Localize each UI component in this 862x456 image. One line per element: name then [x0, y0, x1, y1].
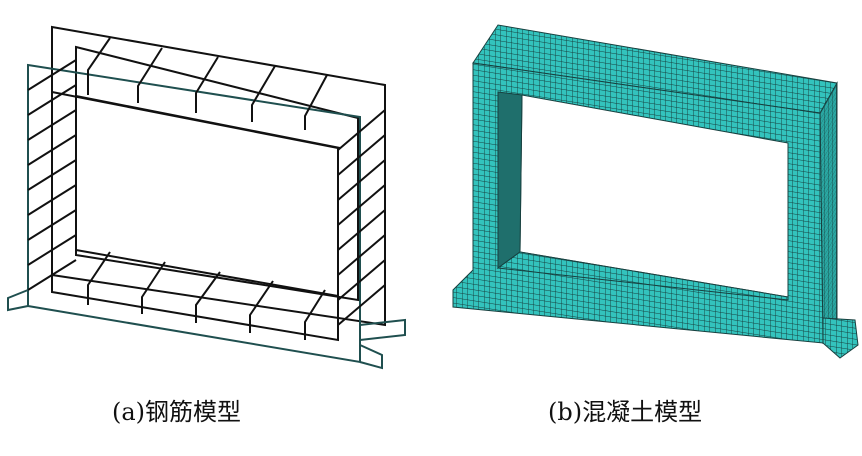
figure-drawing — [7, 24, 859, 370]
caption-concrete-model: (b)混凝土模型 — [548, 398, 703, 426]
rebar-model — [7, 25, 406, 370]
caption-rebar-model: (a)钢筋模型 — [112, 398, 242, 426]
concrete-model — [452, 24, 859, 359]
